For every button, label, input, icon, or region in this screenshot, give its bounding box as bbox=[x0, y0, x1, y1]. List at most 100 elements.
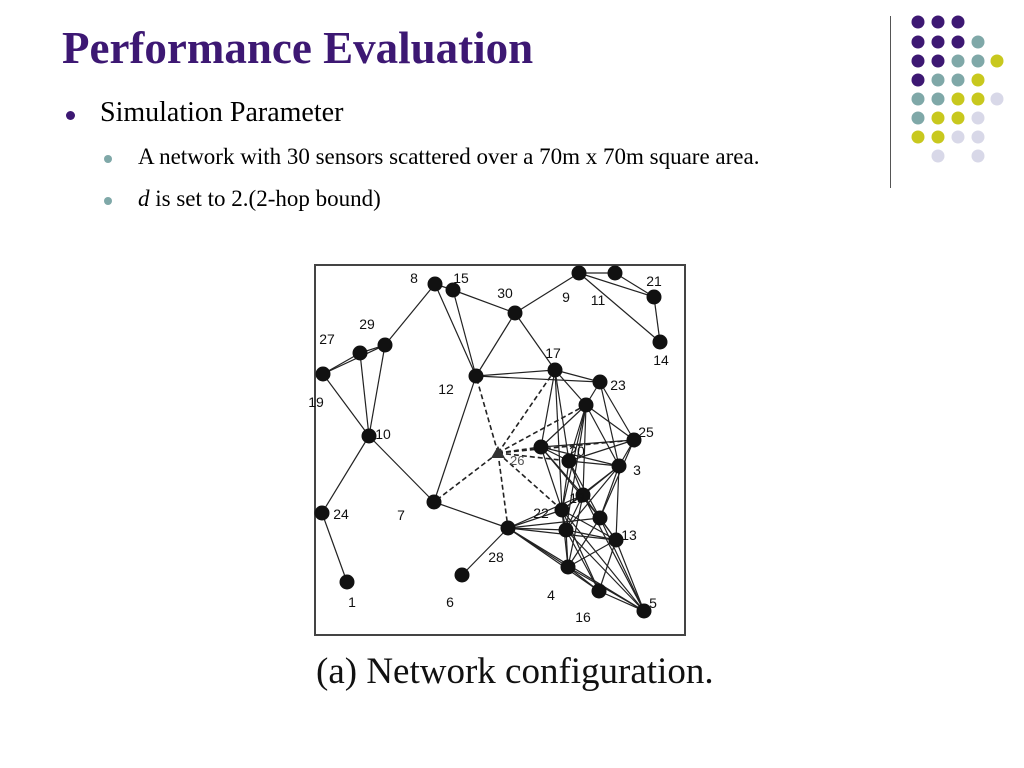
network-link bbox=[452, 289, 477, 377]
network-link bbox=[540, 446, 563, 511]
decorative-dot bbox=[931, 130, 945, 144]
node-label: 1 bbox=[348, 594, 356, 610]
network-link bbox=[598, 539, 617, 592]
sensor-node bbox=[646, 289, 662, 305]
decorative-dot bbox=[951, 130, 965, 144]
network-link bbox=[615, 539, 645, 612]
sensor-node bbox=[533, 439, 549, 455]
network-link bbox=[475, 369, 556, 377]
decorative-dot bbox=[951, 73, 965, 87]
sensor-node bbox=[339, 574, 355, 590]
network-link bbox=[614, 272, 655, 298]
node-label: 10 bbox=[375, 426, 391, 442]
sensor-node bbox=[315, 366, 331, 382]
network-link bbox=[653, 296, 661, 343]
sensor-node bbox=[592, 374, 608, 390]
sensor-node bbox=[607, 265, 623, 281]
decorative-dot bbox=[911, 111, 925, 125]
decorative-dot bbox=[951, 54, 965, 68]
sensor-node bbox=[454, 567, 470, 583]
network-link bbox=[565, 529, 645, 612]
decorative-dot bbox=[971, 92, 985, 106]
network-link bbox=[540, 446, 620, 467]
sensor-node bbox=[500, 520, 516, 536]
sensor-node bbox=[560, 559, 576, 575]
network-link bbox=[568, 439, 635, 462]
decorative-dot bbox=[971, 35, 985, 49]
node-label: 4 bbox=[547, 587, 555, 603]
sink-link bbox=[497, 369, 556, 454]
network-link bbox=[585, 404, 635, 441]
sensor-node bbox=[571, 265, 587, 281]
network-link bbox=[567, 517, 601, 568]
network-link bbox=[565, 529, 600, 592]
decorative-dot bbox=[951, 35, 965, 49]
network-link bbox=[384, 283, 436, 346]
decorative-dot bbox=[951, 92, 965, 106]
sink-label: 26 bbox=[510, 453, 524, 468]
network-link bbox=[475, 312, 516, 377]
sub-bullet-dot-icon bbox=[104, 155, 112, 163]
sensor-node bbox=[445, 282, 461, 298]
node-label: 13 bbox=[621, 527, 637, 543]
network-link bbox=[368, 344, 386, 437]
network-link bbox=[322, 344, 386, 375]
node-label: 17 bbox=[545, 345, 561, 361]
decorative-dot bbox=[931, 73, 945, 87]
network-link bbox=[568, 404, 587, 462]
node-label: 20 bbox=[569, 443, 585, 459]
decorative-dot bbox=[971, 130, 985, 144]
network-link bbox=[561, 460, 570, 511]
node-label: 11 bbox=[591, 292, 606, 308]
network-link bbox=[554, 369, 601, 383]
network-link bbox=[599, 439, 635, 519]
network-link bbox=[615, 465, 620, 541]
network-link bbox=[475, 375, 601, 383]
sink-link bbox=[475, 375, 499, 454]
network-link bbox=[554, 369, 587, 406]
decorative-dot bbox=[911, 92, 925, 106]
network-nodes: 26 bbox=[314, 265, 668, 619]
sensor-node bbox=[591, 583, 607, 599]
network-link bbox=[433, 375, 477, 503]
decorative-dot bbox=[971, 54, 985, 68]
decorative-dot-grid bbox=[911, 15, 1004, 163]
node-label: 23 bbox=[610, 377, 626, 393]
node-label: 3 bbox=[633, 462, 641, 478]
sensor-node bbox=[592, 510, 608, 526]
decorative-dot bbox=[911, 35, 925, 49]
network-link bbox=[507, 517, 601, 529]
sub-bullet-text: A network with 30 sensors scattered over… bbox=[138, 144, 760, 169]
network-link bbox=[507, 509, 563, 529]
decorative-dot bbox=[911, 130, 925, 144]
network-link bbox=[434, 283, 477, 377]
node-label: 19 bbox=[308, 394, 324, 410]
sensor-node bbox=[636, 603, 652, 619]
decorative-dot bbox=[931, 54, 945, 68]
sub-bullet-text-rest: is set to 2.(2-hop bound) bbox=[149, 186, 381, 211]
sensor-node bbox=[547, 362, 563, 378]
node-label: 24 bbox=[333, 506, 349, 522]
node-label: 6 bbox=[446, 594, 454, 610]
sub-bullet-text: d is set to 2.(2-hop bound) bbox=[138, 186, 381, 212]
node-label: 15 bbox=[453, 270, 469, 286]
decorative-dot bbox=[911, 73, 925, 87]
sink-link bbox=[497, 439, 635, 454]
sink-node bbox=[491, 446, 505, 458]
sink-link bbox=[497, 452, 509, 529]
decorative-dot bbox=[911, 54, 925, 68]
network-link bbox=[321, 435, 370, 514]
network-link bbox=[433, 501, 509, 529]
node-label: 16 bbox=[575, 609, 591, 625]
node-label: 25 bbox=[638, 424, 654, 440]
node-label: 28 bbox=[488, 549, 504, 565]
bullet-text: Simulation Parameter bbox=[100, 97, 344, 128]
node-label: 8 bbox=[410, 270, 418, 286]
sensor-node bbox=[361, 428, 377, 444]
sensor-node bbox=[626, 432, 642, 448]
network-link bbox=[321, 512, 348, 583]
network-link bbox=[368, 435, 435, 503]
sensor-node bbox=[426, 494, 442, 510]
